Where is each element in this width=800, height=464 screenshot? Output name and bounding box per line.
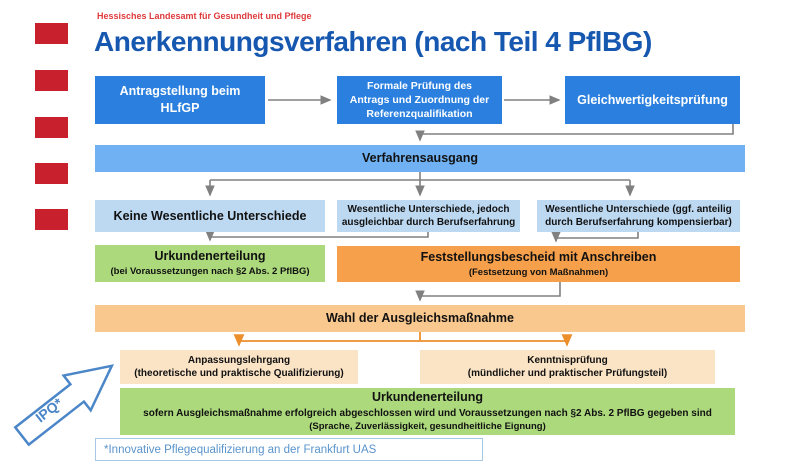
page-title: Anerkennungsverfahren (nach Teil 4 PflBG… <box>94 26 652 57</box>
box-wahl-ausgleichsmassnahme: Wahl der Ausgleichsmaßnahme <box>95 305 745 332</box>
footnote-box: *Innovative Pflegequalifizierung an der … <box>95 438 483 461</box>
box-urkundenerteilung-direkt: Urkundenerteilung (bei Voraussetzungen n… <box>95 245 325 282</box>
box-urkundenerteilung-final: Urkundenerteilung sofern Ausgleichsmaßna… <box>120 388 735 435</box>
option-kenntnispruefung: Kenntnisprüfung (mündlicher und praktisc… <box>420 350 715 384</box>
box-feststellungsbescheid: Feststellungsbescheid mit Anschreiben (F… <box>337 246 740 282</box>
case-anteilig-kompensierbar: Wesentliche Unterschiede (ggf. anteilig … <box>537 200 740 232</box>
red-square-icon <box>35 209 68 230</box>
step-formale-pruefung: Formale Prüfung des Antrags und Zuordnun… <box>337 76 502 124</box>
red-square-icon <box>35 23 68 44</box>
red-square-icon <box>35 117 68 138</box>
case-keine-unterschiede: Keine Wesentliche Unterschiede <box>95 200 325 232</box>
red-square-icon <box>35 70 68 91</box>
step-gleichwertigkeitspruefung: Gleichwertigkeitsprüfung <box>565 76 740 124</box>
footnote-text: *Innovative Pflegequalifizierung an der … <box>104 443 377 456</box>
outcome-verfahrensausgang: Verfahrensausgang <box>95 145 745 172</box>
case-ausgleichbar: Wesentliche Unterschiede, jedoch ausglei… <box>337 200 520 232</box>
option-anpassungslehrgang: Anpassungslehrgang (theoretische und pra… <box>120 350 358 384</box>
ipq-arrow <box>13 364 115 447</box>
step-antragstellung: Antragstellung beim HLfGP <box>95 76 265 124</box>
red-square-icon <box>35 163 68 184</box>
agency-label: Hessisches Landesamt für Gesundheit und … <box>97 11 312 21</box>
